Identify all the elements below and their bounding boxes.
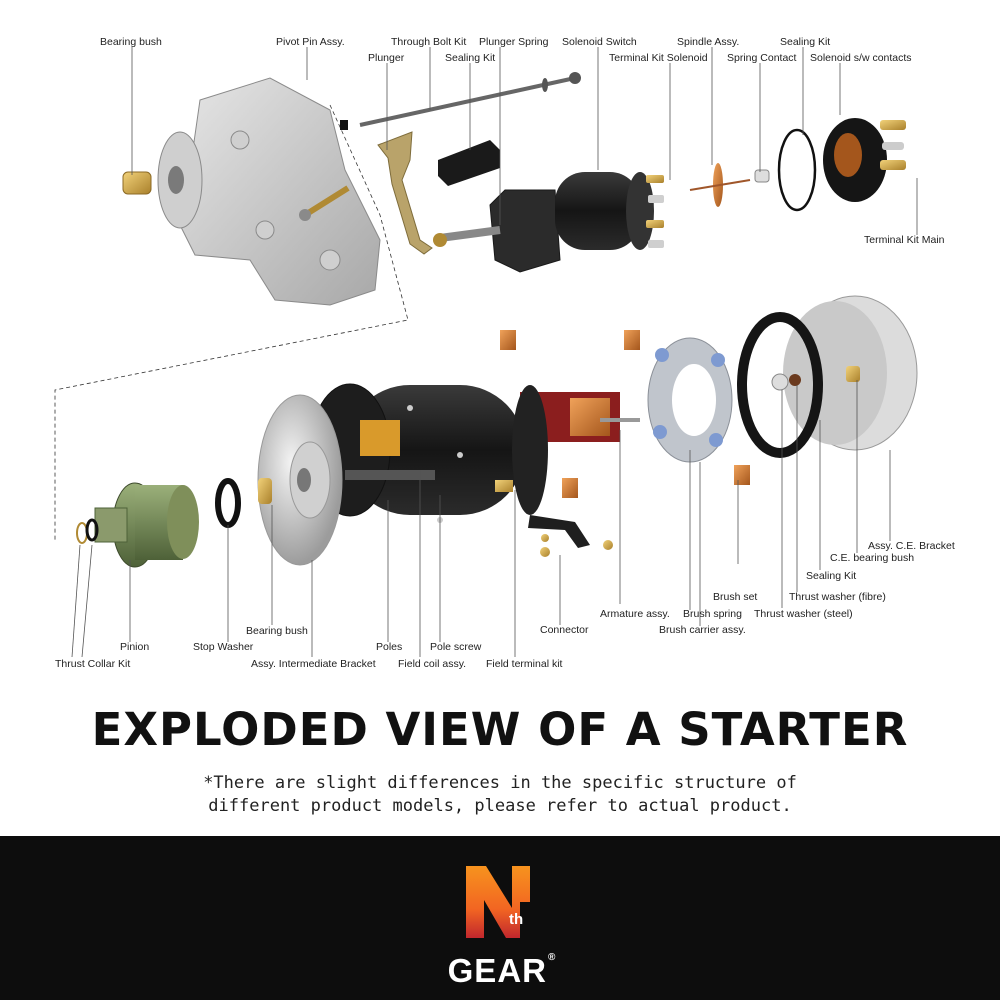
bearing-bush-bottom	[258, 478, 272, 504]
label-thrust-collar: Thrust Collar Kit	[55, 658, 130, 670]
plunger-fork	[377, 131, 433, 255]
label-sealing-kit-bottom: Sealing Kit	[806, 570, 856, 582]
field-terminal-kit	[495, 480, 613, 557]
brush-carrier	[647, 337, 733, 463]
field-frame	[309, 383, 548, 523]
terminal-kit-solenoid	[646, 175, 664, 248]
logo-n-mark	[466, 866, 530, 938]
disclaimer-line-2: different product models, please refer t…	[208, 796, 792, 816]
logo-registered-mark: ®	[547, 952, 557, 963]
thrust-washer-fibre	[789, 374, 801, 386]
through-bolt	[359, 76, 576, 127]
label-brush-set: Brush set	[713, 591, 757, 603]
label-terminal-kit-solenoid: Terminal Kit Solenoid	[609, 52, 708, 64]
label-ce-bearing-bush: C.E. bearing bush	[830, 552, 914, 564]
logo-wordmark: GEAR®	[437, 952, 567, 990]
starter-exploded-diagram: Bearing bush Pivot Pin Assy. Plunger Thr…	[54, 36, 955, 670]
logo-word-text: GEAR	[447, 952, 547, 989]
label-stop-washer: Stop Washer	[193, 641, 254, 653]
label-poles: Poles	[376, 641, 402, 653]
label-pinion: Pinion	[120, 641, 149, 653]
label-pole-screw: Pole screw	[430, 641, 482, 653]
leader-lines	[71, 47, 918, 658]
label-plunger-spring: Plunger Spring	[479, 36, 549, 48]
logo-superscript: th	[509, 911, 524, 928]
brand-logo: th GEAR®	[437, 856, 567, 989]
label-solenoid-contacts: Solenoid s/w contacts	[810, 52, 912, 64]
label-field-coil: Field coil assy.	[398, 658, 466, 670]
label-assy-intermediate: Assy. Intermediate Bracket	[251, 658, 376, 670]
page-title: EXPLODED VIEW OF A STARTER	[91, 703, 909, 756]
brand-footer: th GEAR®	[0, 836, 1000, 1000]
sealing-kit-top	[438, 140, 500, 186]
pinion	[94, 482, 199, 568]
thrust-collar-kit	[76, 518, 99, 544]
label-assy-ce-bracket: Assy. C.E. Bracket	[868, 540, 955, 552]
label-spindle: Spindle Assy.	[677, 36, 739, 48]
thrust-washer-steel	[771, 373, 789, 391]
disclaimer-line-1: *There are slight differences in the spe…	[203, 773, 797, 793]
label-brush-carrier: Brush carrier assy.	[659, 624, 746, 636]
intermediate-bracket	[257, 394, 343, 566]
sealing-ring-bottom	[737, 312, 823, 458]
bearing-bush-top	[122, 171, 152, 195]
solenoid-switch	[433, 172, 654, 273]
label-solenoid-switch: Solenoid Switch	[562, 36, 637, 48]
solenoid-cover	[823, 118, 906, 202]
label-spring-contact: Spring Contact	[727, 52, 797, 64]
plunger-nut	[340, 120, 348, 130]
label-bearing-bush-bottom: Bearing bush	[246, 625, 308, 637]
label-sealing-kit-right: Sealing Kit	[780, 36, 830, 48]
assembly-guide-line	[54, 104, 409, 540]
label-thrust-washer-fibre: Thrust washer (fibre)	[789, 591, 886, 603]
sealing-ring-right	[777, 128, 817, 212]
ce-bearing-bush	[846, 366, 860, 382]
label-pivot-pin: Pivot Pin Assy.	[276, 36, 345, 48]
drive-end-housing	[157, 77, 381, 306]
pivot-pin	[299, 185, 350, 221]
spring-contact	[754, 169, 770, 183]
label-brush-spring: Brush spring	[683, 608, 742, 620]
label-bearing-bush-top: Bearing bush	[100, 36, 162, 48]
spindle	[689, 163, 751, 207]
label-sealing-kit-top: Sealing Kit	[445, 52, 495, 64]
label-plunger: Plunger	[368, 52, 405, 64]
label-thrust-washer-steel: Thrust washer (steel)	[754, 608, 853, 620]
label-terminal-kit-main: Terminal Kit Main	[864, 234, 945, 246]
label-field-terminal: Field terminal kit	[486, 658, 563, 670]
label-connector: Connector	[540, 624, 589, 636]
stop-washer	[215, 478, 241, 528]
label-armature: Armature assy.	[600, 608, 670, 620]
label-through-bolt: Through Bolt Kit	[391, 36, 466, 48]
